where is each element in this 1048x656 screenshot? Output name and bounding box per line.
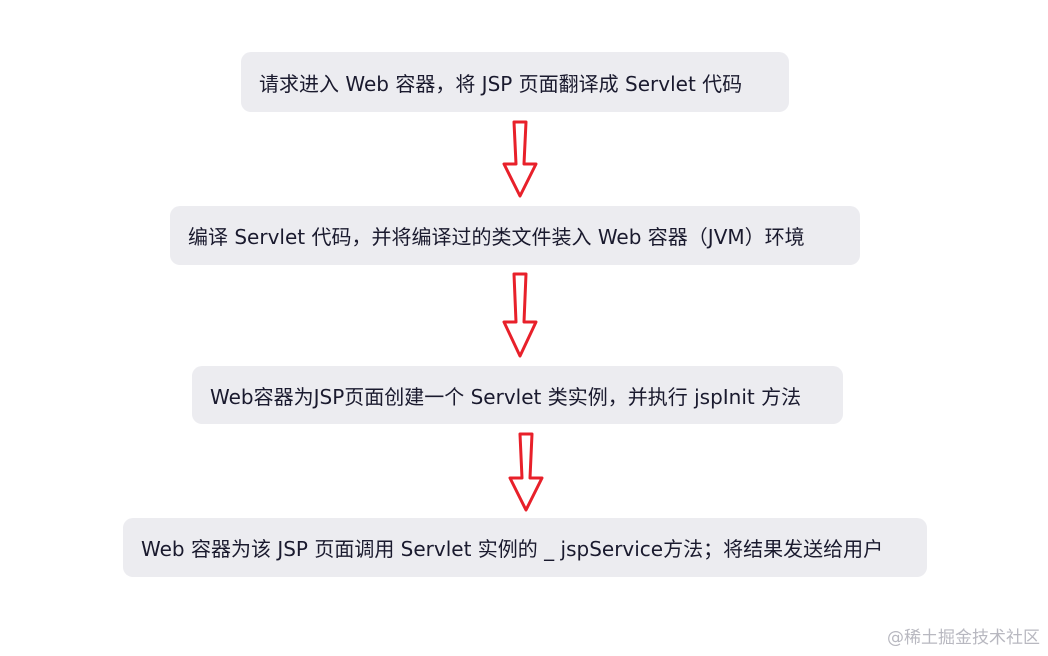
flow-step-4-text: Web 容器为该 JSP 页面调用 Servlet 实例的 _ jspServi… <box>141 537 884 561</box>
flow-step-3-text: Web容器为JSP页面创建一个 Servlet 类实例，并执行 jspInit … <box>210 384 802 409</box>
down-arrow-icon <box>502 272 538 358</box>
flow-step-1-text: 请求进入 Web 容器，将 JSP 页面翻译成 Servlet 代码 <box>259 71 743 96</box>
flow-step-1: 请求进入 Web 容器，将 JSP 页面翻译成 Servlet 代码 <box>241 52 789 112</box>
flow-step-2-text: 编译 Servlet 代码，并将编译过的类文件装入 Web 容器（JVM）环境 <box>188 225 805 249</box>
flow-step-2: 编译 Servlet 代码，并将编译过的类文件装入 Web 容器（JVM）环境 <box>170 206 860 265</box>
down-arrow-icon <box>502 120 538 198</box>
flow-step-3: Web容器为JSP页面创建一个 Servlet 类实例，并执行 jspInit … <box>192 366 843 424</box>
watermark: @稀土掘金技术社区 <box>887 628 1040 648</box>
flow-step-4: Web 容器为该 JSP 页面调用 Servlet 实例的 _ jspServi… <box>123 518 927 577</box>
down-arrow-icon <box>508 432 544 512</box>
